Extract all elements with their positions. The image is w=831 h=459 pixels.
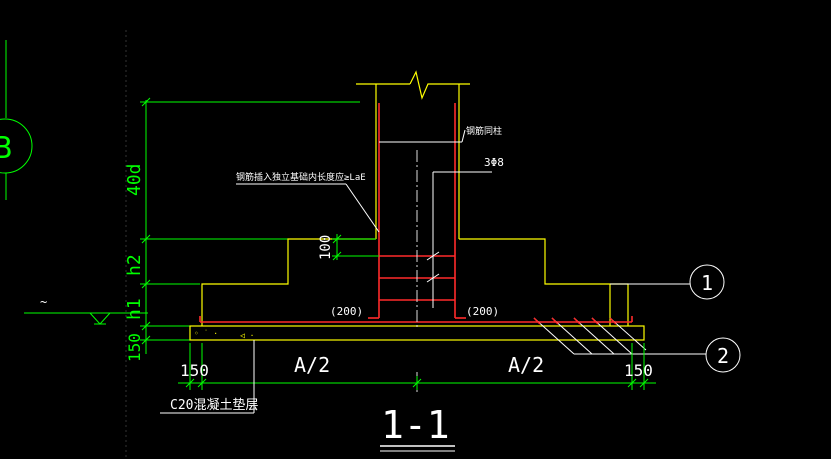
column-width-dimension	[379, 129, 466, 143]
vertical-dimension-chain	[140, 97, 360, 354]
horizontal-dimension-chain	[178, 343, 656, 390]
dim-100	[332, 234, 379, 261]
water-level-mark: ~	[40, 295, 47, 309]
dim-150-bottom-left: 150	[180, 361, 209, 380]
dim-h2-label: h2	[124, 254, 145, 276]
anchorage-leader	[236, 183, 380, 233]
section-title: 1-1	[381, 403, 450, 447]
dim-40d-label: 40d	[124, 163, 145, 196]
dim-h1-label: h1	[124, 298, 145, 320]
callout-2-label: 2	[717, 344, 729, 368]
stirrup-leader	[426, 171, 492, 308]
water-level-symbol	[24, 312, 148, 325]
dim-100-label: 100	[318, 235, 334, 260]
cushion-hatch-dots: ◁ ·	[240, 331, 254, 340]
dim-150-left-label: 150	[125, 333, 144, 362]
note-anchorage-length: 钢筋插入独立基础内长度应≥LaE	[236, 171, 366, 183]
callout-1: 1	[610, 264, 725, 300]
spacing-left-label: (200)	[330, 305, 363, 318]
grid-axis-bubble: B	[0, 40, 33, 200]
cushion-note: C20混凝土垫层	[170, 397, 258, 413]
dim-150-bottom-right: 150	[624, 361, 653, 380]
callout-2: 2	[533, 317, 741, 373]
cushion-leader	[160, 340, 255, 414]
callout-1-label: 1	[701, 271, 713, 295]
stirrup-label: 3Φ8	[484, 156, 504, 169]
spacing-right-label: (200)	[466, 305, 499, 318]
grid-axis-label: B	[0, 131, 12, 166]
dim-a-half-right: A/2	[508, 353, 544, 377]
note-column-rebar: 钢筋同柱	[466, 125, 502, 137]
dim-a-half-left: A/2	[294, 353, 330, 377]
rebar-cage	[199, 103, 633, 323]
cushion-hatch-dots: ◦ ˙ ·	[194, 329, 218, 338]
